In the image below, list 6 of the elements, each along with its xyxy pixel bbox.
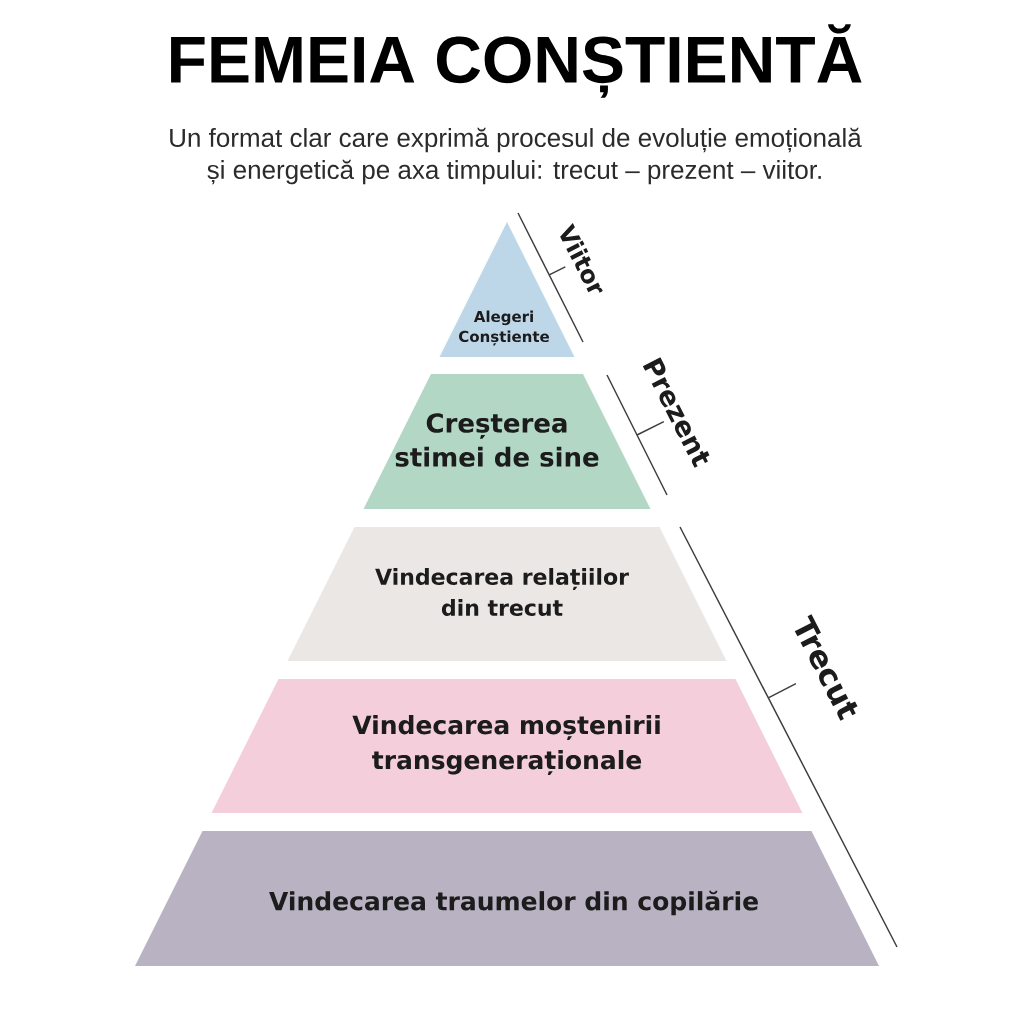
title: FEMEIA CONȘTIENTĂ xyxy=(171,24,862,98)
pyramid-tier: Vindecarea moștenirii transgeneraționale xyxy=(211,679,803,813)
pyramid-tier: Creșterea stimei de sine xyxy=(363,374,651,509)
pyramid-tier: Vindecarea traumelor din copilărie xyxy=(135,831,879,966)
pyramid-tier: Vindecarea relațiilor din trecut xyxy=(287,527,727,661)
subtitle: Un format clar care exprimă procesul de evoluție emoțională și energetică pe axa timpului: trecut – prezent – viitor. xyxy=(170,127,862,185)
